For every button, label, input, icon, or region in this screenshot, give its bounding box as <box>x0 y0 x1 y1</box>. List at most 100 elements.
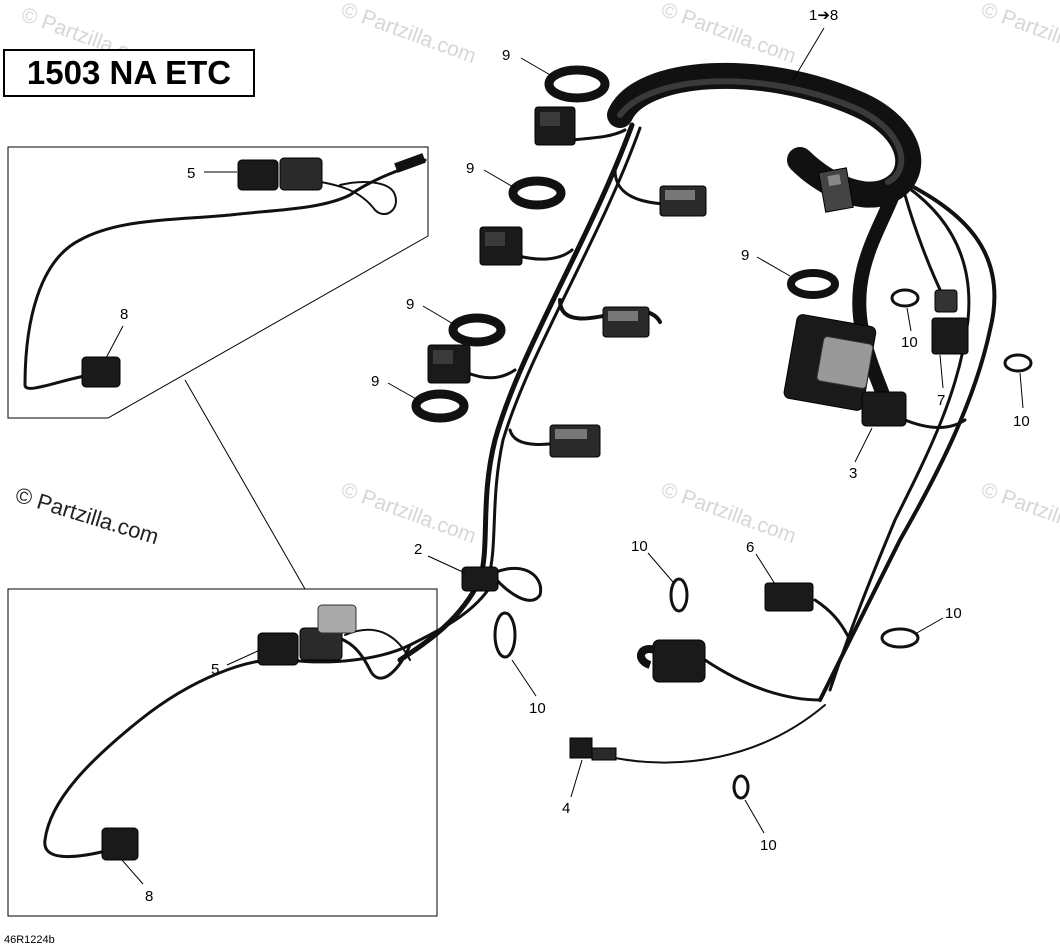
connector-latch <box>485 232 505 246</box>
leader-9b <box>483 169 516 189</box>
callout-8: 8 <box>145 888 153 905</box>
branch-sensor-6 <box>813 598 852 642</box>
harness-left-trunk <box>397 122 635 663</box>
leader-10e <box>914 617 944 635</box>
leader-2 <box>427 555 466 574</box>
inset-connectors <box>81 157 357 861</box>
inset-connector-line <box>184 379 306 590</box>
leader-7 <box>939 354 944 389</box>
upper-inset-connector-8 <box>81 356 121 388</box>
callout-10: 10 <box>945 605 962 622</box>
tie-10b <box>1003 353 1033 373</box>
callout-5: 5 <box>187 165 195 182</box>
harness-right-trunk <box>818 178 997 702</box>
watermark-faint: © Partzilla.com <box>658 478 799 548</box>
leader-10f <box>744 799 765 834</box>
leader-9e <box>756 256 791 277</box>
leader-6 <box>755 553 776 585</box>
sensor-4-connector <box>569 737 593 759</box>
grommet-2 <box>461 566 499 592</box>
lower-inset-loop <box>328 633 412 680</box>
callout-10: 10 <box>1013 413 1030 430</box>
callout-8: 8 <box>120 306 128 323</box>
clip-9d <box>411 389 469 423</box>
callout-6: 6 <box>746 539 754 556</box>
lower-inset-cable <box>43 588 490 859</box>
leader-1to8 <box>792 27 825 81</box>
harness-sleeve-highlight <box>617 78 905 185</box>
branch-sensor-box <box>703 658 822 702</box>
callout-9: 9 <box>371 373 379 390</box>
leader-8a <box>105 325 124 359</box>
upper-inset-loop <box>309 179 397 215</box>
connector-top <box>555 429 587 439</box>
tie-10e <box>880 627 920 649</box>
tie-10d <box>493 611 517 659</box>
fasteners <box>411 65 1033 800</box>
watermark-faint: © Partzilla.com <box>338 478 479 548</box>
branch-grommet-loop <box>478 566 543 602</box>
upper-inset-cable <box>23 158 427 390</box>
callouts: 1➔8 9 9 9 9 9 10 10 7 3 2 10 6 10 10 4 1… <box>120 7 1030 905</box>
upper-inset-sleeve <box>394 153 426 173</box>
clip-9e <box>787 269 839 299</box>
sensor-box-connector <box>652 639 706 683</box>
connectors <box>427 106 969 761</box>
sensor-7-plug <box>934 289 958 313</box>
upper-inset-connector-5b <box>279 157 323 191</box>
callout-4: 4 <box>562 800 570 817</box>
leader-9c <box>422 305 456 326</box>
tie-10a <box>890 288 920 308</box>
branch-mid-left <box>513 248 574 261</box>
watermark-faint: © Partzilla.com <box>978 478 1060 548</box>
clip-9c <box>448 313 506 347</box>
callout-9: 9 <box>741 247 749 264</box>
callout-9: 9 <box>466 160 474 177</box>
upper-inset-harness <box>23 153 427 390</box>
connector-top <box>665 190 695 200</box>
callout-10: 10 <box>529 700 546 717</box>
leader-8b <box>121 859 144 885</box>
callout-9: 9 <box>406 296 414 313</box>
tie-10c <box>669 577 689 613</box>
leader-3 <box>854 427 873 463</box>
lower-inset-harness <box>43 588 490 859</box>
branch-sensor-3 <box>903 418 967 429</box>
callout-1to8: 1➔8 <box>809 7 838 24</box>
lower-inset-connector-8 <box>101 827 139 861</box>
lower-inset-frame <box>7 588 438 917</box>
ecu-connector-latch <box>816 336 874 389</box>
bracket-tab <box>827 174 842 187</box>
bracket-ground <box>818 167 854 213</box>
sensor-4-body <box>591 747 617 761</box>
leader-10c <box>647 552 674 583</box>
diagram-code: 46R1224b <box>4 934 55 946</box>
watermark-faint: © Partzilla.com <box>658 0 799 68</box>
harness-center-branch <box>852 183 902 407</box>
connector-top <box>608 311 638 321</box>
connector-latch <box>433 350 453 364</box>
sensor-7-connector <box>931 317 969 355</box>
lower-inset-connector-grey <box>317 604 357 634</box>
harness-branch-7 <box>903 193 947 302</box>
lower-inset-connector-5 <box>257 632 299 666</box>
callout-10: 10 <box>760 837 777 854</box>
leader-9a <box>520 57 553 77</box>
inset-frames <box>7 146 438 917</box>
upper-inset-connector-5 <box>237 159 279 191</box>
harness-sleeve <box>607 62 922 208</box>
watermark-faint: © Partzilla.com <box>978 0 1060 68</box>
callout-9: 9 <box>502 47 510 64</box>
sensor-3-connector <box>861 391 907 427</box>
clip-9b <box>508 176 566 210</box>
branch-lower-left <box>463 368 517 380</box>
callout-10: 10 <box>901 334 918 351</box>
upper-inset-frame <box>7 146 429 419</box>
callout-5: 5 <box>211 661 219 678</box>
clip-9a <box>544 65 610 103</box>
main-harness <box>397 62 997 764</box>
sensor-box-tube <box>637 645 657 669</box>
callout-3: 3 <box>849 465 857 482</box>
